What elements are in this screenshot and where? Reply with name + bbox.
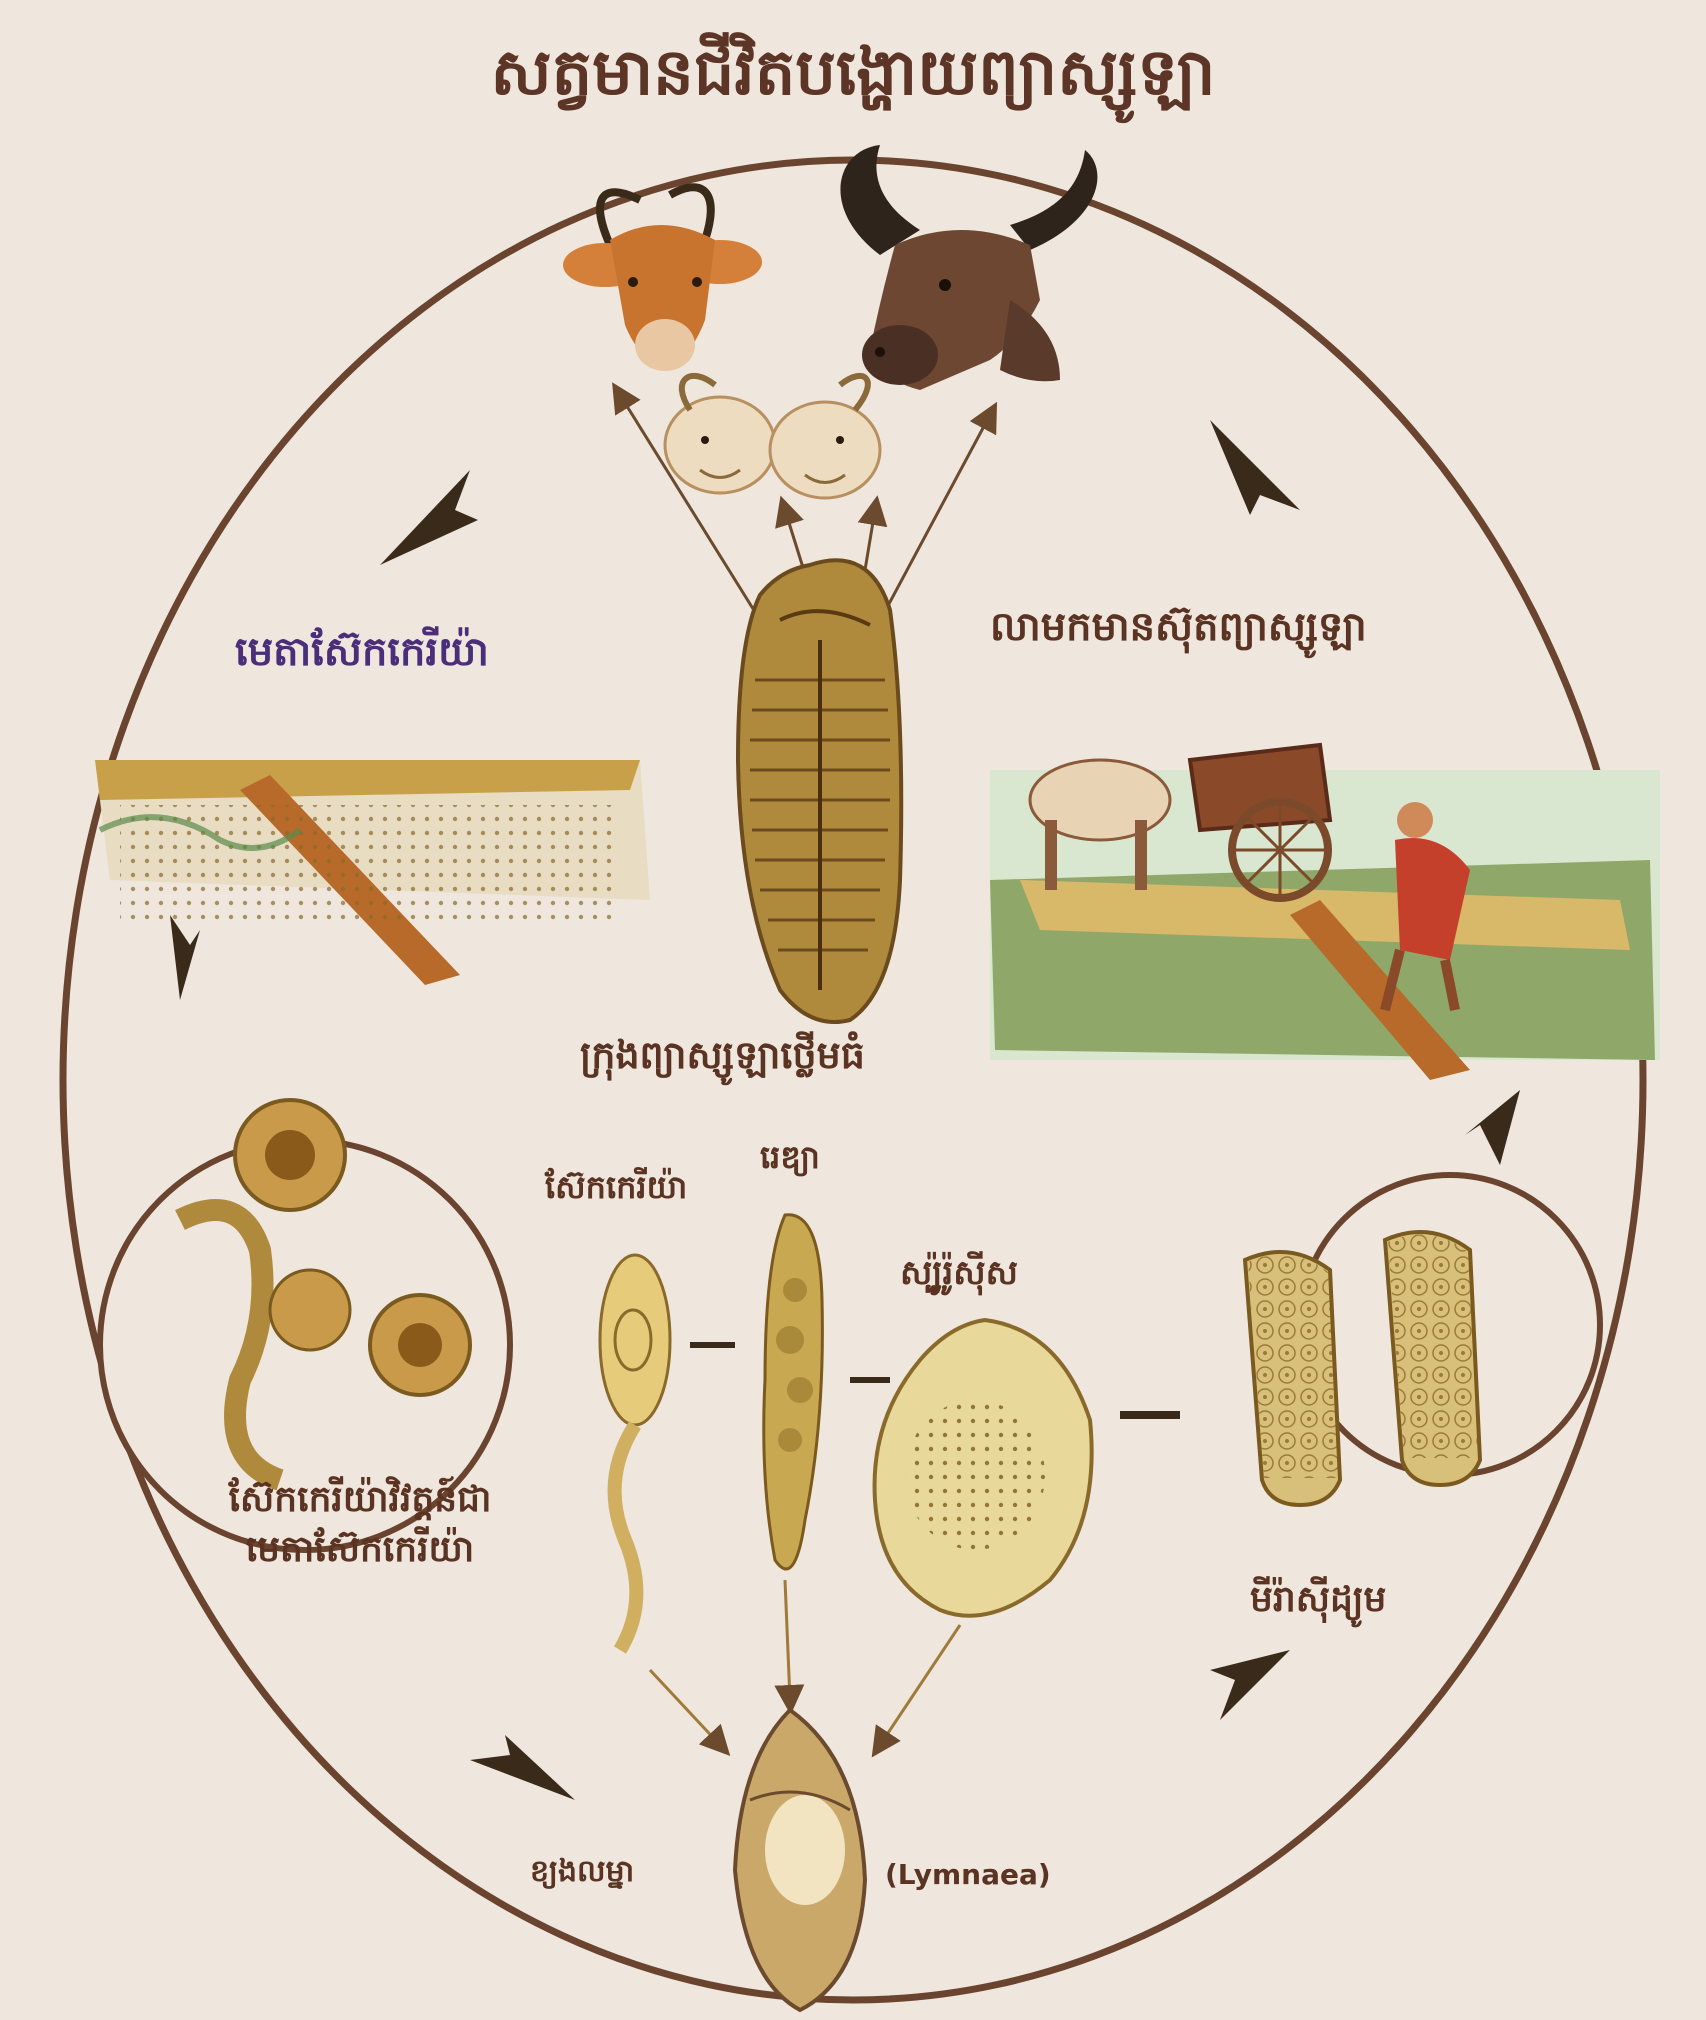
diagram-title: សត្វមានជីវិតបង្ហោយព្យាស្សូឡា bbox=[0, 38, 1706, 108]
cycle-arrow bbox=[170, 915, 200, 1000]
miracidium-label: មីរ៉ាស៊ីដ្យូម bbox=[1250, 1580, 1386, 1620]
snail-illustration bbox=[735, 1710, 865, 2010]
cycle-arrow bbox=[1210, 1650, 1290, 1720]
metacercaria-stage-label: មេតាស៊ែកកេរីយ៉ា bbox=[235, 630, 489, 674]
cercaria-to-metacercaria-label-line1: ស៊ែកកេរីយ៉ាវិវត្តន៍ជា bbox=[180, 1480, 540, 1520]
sporocyst-label: ស្ប៉ូរ៉ូស៊ីស bbox=[900, 1255, 1018, 1292]
sheep-heads-icon bbox=[665, 376, 880, 498]
adult-fluke-label: ក្រុងព្យាស្សូឡាថ្លើមធំ bbox=[580, 1035, 865, 1077]
snail-host-label: ខ្យងលម្នា bbox=[530, 1855, 634, 1888]
sporocyst-illustration bbox=[875, 1320, 1092, 1616]
redia-illustration bbox=[764, 1215, 823, 1569]
farm-scene-illustration bbox=[990, 745, 1660, 1080]
cercaria-to-metacercaria-label-line2: មេតាស៊ែកកេរីយ៉ា bbox=[180, 1530, 540, 1570]
cycle-arrow bbox=[380, 470, 478, 565]
adult-fluke-illustration bbox=[738, 560, 901, 1022]
cercaria-label: ស៊ែកកេរីយ៉ា bbox=[545, 1170, 687, 1205]
fluke-to-buffalo-arrow bbox=[875, 415, 990, 630]
redia-label: រេឌ្យា bbox=[760, 1140, 820, 1175]
stage-to-snail-arrow bbox=[650, 1670, 720, 1745]
stage-to-snail-arrow bbox=[880, 1625, 960, 1745]
manure-with-eggs-label: លាមកមានស៊ុតព្យាស្សូឡា bbox=[990, 605, 1367, 649]
cercaria-illustration bbox=[600, 1255, 670, 1650]
stage-to-snail-arrow bbox=[785, 1580, 790, 1700]
cycle-arrow bbox=[1465, 1090, 1520, 1165]
cycle-arrow bbox=[1210, 420, 1300, 515]
snail-genus-label: (Lymnaea) bbox=[885, 1860, 1051, 1891]
buffalo-head-icon bbox=[840, 145, 1097, 390]
cycle-arrow bbox=[470, 1735, 575, 1800]
eggs-circle bbox=[1245, 1175, 1600, 1505]
